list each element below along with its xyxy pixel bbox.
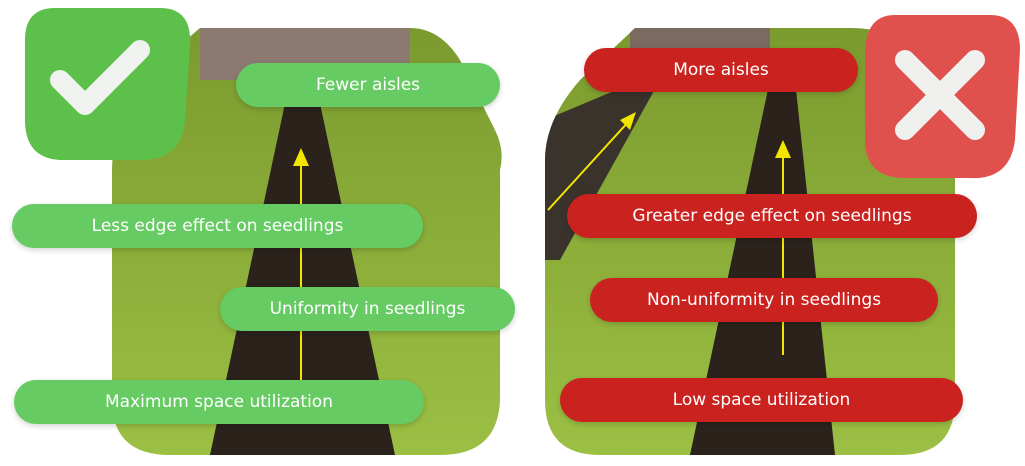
arrow-line (547, 119, 631, 211)
label-more-aisles: More aisles (584, 48, 858, 92)
label-greater-edge-effect: Greater edge effect on seedlings (567, 194, 977, 238)
label-low-space: Low space utilization (560, 378, 963, 422)
aisle-center (690, 80, 835, 455)
check-icon (25, 8, 191, 160)
label-uniformity: Uniformity in seedlings (220, 287, 515, 331)
label-fewer-aisles: Fewer aisles (236, 63, 500, 107)
arrow-head (293, 148, 309, 166)
aisle (210, 80, 395, 455)
arrow-head (775, 140, 791, 158)
cross-icon (865, 15, 1020, 179)
label-max-space: Maximum space utilization (14, 380, 424, 424)
arrow-head (620, 112, 636, 130)
label-less-edge-effect: Less edge effect on seedlings (12, 204, 423, 248)
label-non-uniformity: Non-uniformity in seedlings (590, 278, 938, 322)
